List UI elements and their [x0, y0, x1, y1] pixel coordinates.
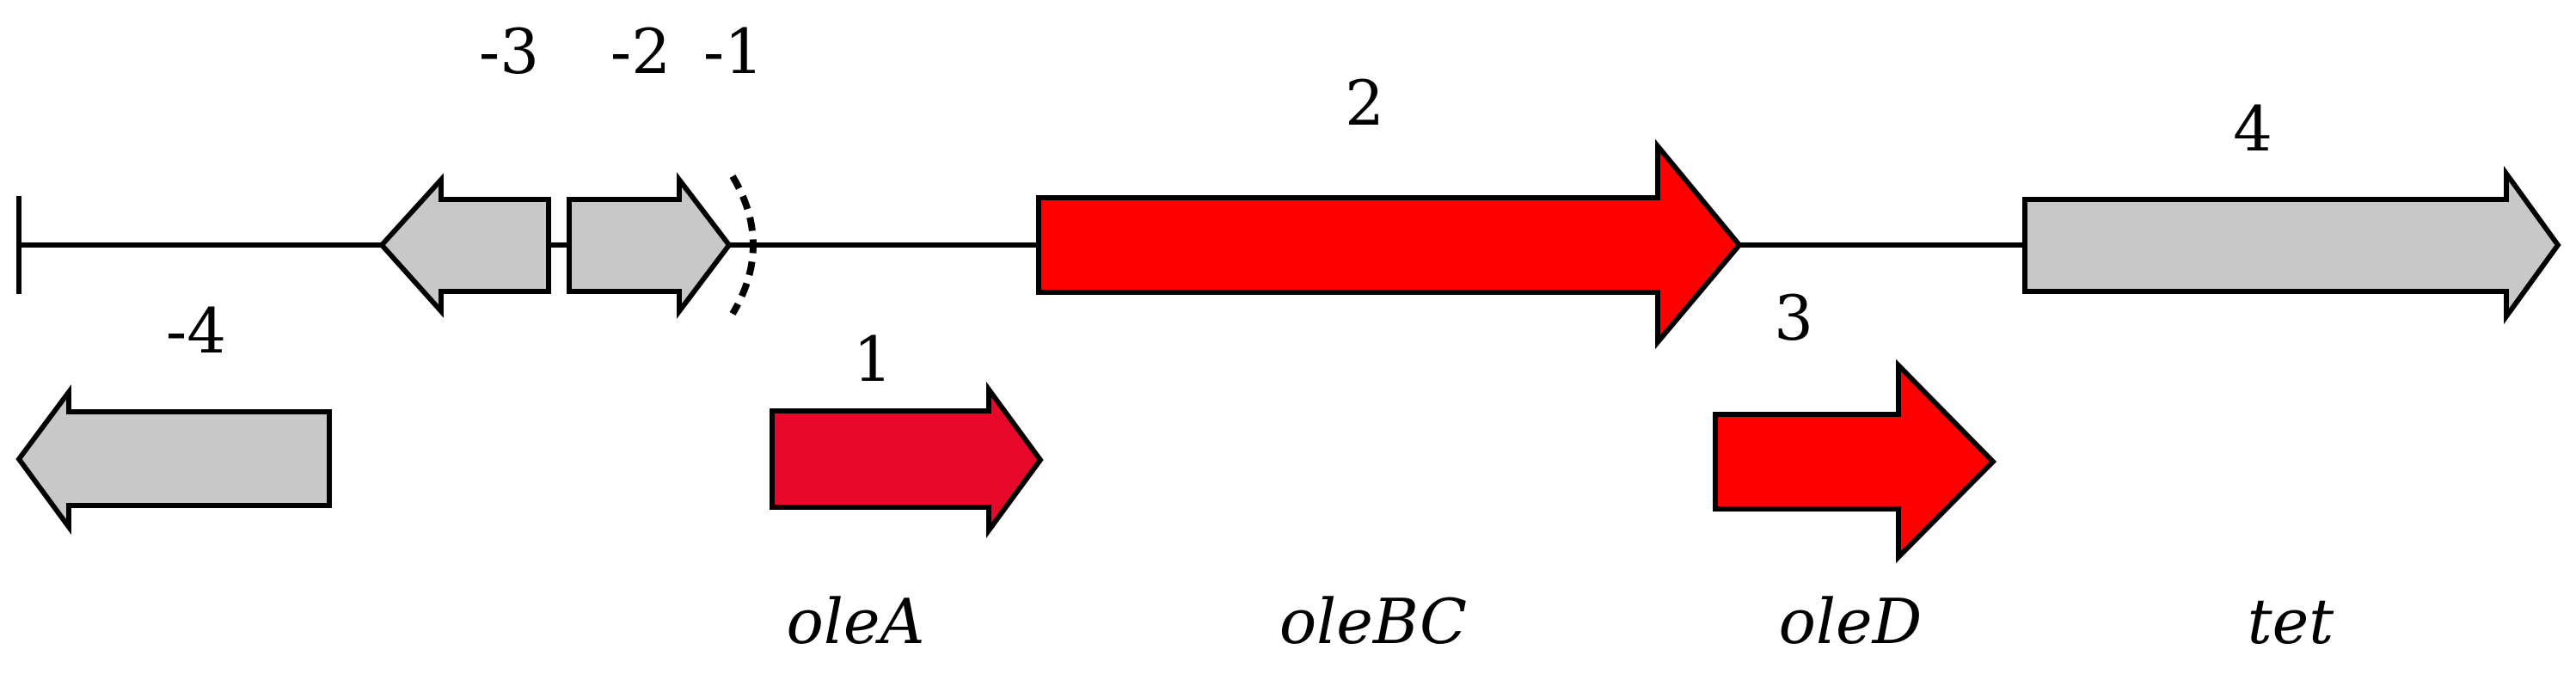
gene-arrow-oleBC	[1036, 138, 1743, 350]
gene-arrow-tet	[2022, 165, 2561, 325]
gene-name-oleBC: oleBC	[1279, 585, 1467, 658]
label-neg1: -1	[703, 15, 764, 88]
gene-arrow-oleA	[770, 381, 1044, 539]
gene-name-oleA: oleA	[787, 585, 925, 658]
label-2: 2	[1345, 67, 1384, 139]
gene-arrow-neg2	[567, 172, 733, 319]
label-neg4: -4	[166, 295, 226, 367]
label-neg3: -3	[479, 15, 539, 88]
gene-arrow-oleD	[1713, 358, 1997, 564]
gene-partial-neg1	[729, 174, 757, 316]
gene-name-oleD: oleD	[1779, 585, 1923, 658]
label-1: 1	[853, 323, 892, 395]
label-3: 3	[1774, 282, 1813, 354]
gene-arrow-neg3	[377, 173, 551, 318]
gene-name-tet: tet	[2248, 585, 2335, 658]
gene-arrow-neg4	[15, 383, 332, 536]
label-neg2: -2	[610, 15, 671, 88]
label-4: 4	[2233, 93, 2272, 165]
